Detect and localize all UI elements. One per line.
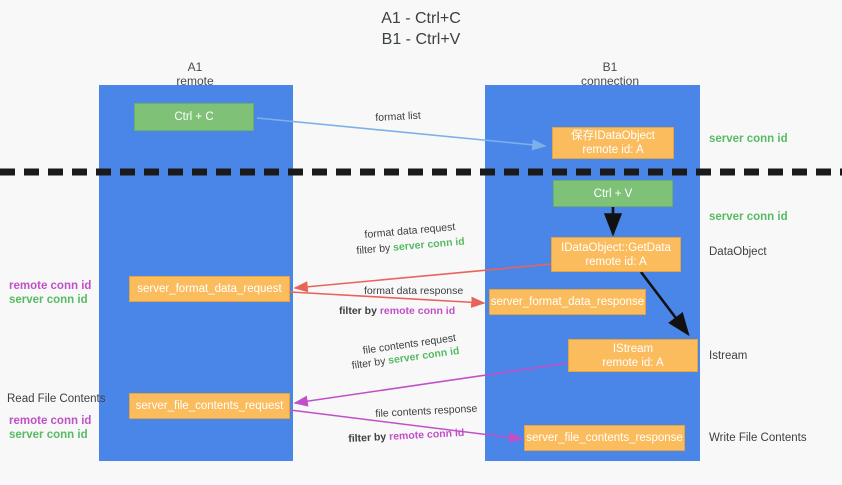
column-a1-name: A1 [187, 60, 203, 74]
arrow-label-format-data-response-filter: filter by remote conn id [339, 305, 455, 318]
node-ctrl-c[interactable]: Ctrl + C [134, 103, 254, 131]
column-header-a1: A1 remote [120, 60, 270, 88]
label-istream: Istream [709, 350, 748, 362]
column-a1-sub: remote [176, 74, 214, 88]
node-idataobject-getdata-line2: remote id: A [585, 255, 647, 268]
title-line-2: B1 - Ctrl+V [381, 31, 461, 48]
node-save-idataobject-line2: remote id: A [582, 144, 644, 156]
node-istream[interactable]: IStream remote id: A [568, 339, 698, 372]
filter-prefix-fdresp: filter by [339, 305, 380, 317]
node-ctrl-v-label: Ctrl + V [593, 187, 633, 200]
node-server-format-data-request-label: server_format_data_request [137, 283, 282, 295]
arrow-label-format-list: format list [375, 109, 422, 124]
label-server-conn-id-mid: server conn id [709, 211, 788, 223]
node-save-idataobject-line1: 保存IDataObject [571, 130, 655, 142]
node-istream-line1: IStream [612, 342, 654, 355]
node-server-file-contents-response[interactable]: server_file_contents_response [524, 425, 685, 451]
node-save-idataobject[interactable]: 保存IDataObject remote id: A [552, 127, 674, 159]
column-b1-name: B1 [602, 60, 618, 74]
arrow-format-data-request [293, 263, 553, 293]
filter-prefix-fcresp: filter by [348, 430, 390, 445]
filter-key-fdresp: remote conn id [379, 305, 456, 317]
page-title: A1 - Ctrl+C B1 - Ctrl+V [0, 8, 842, 50]
column-b1-sub: connection [580, 74, 640, 88]
label-server-conn-id-2: server conn id [9, 429, 88, 441]
node-idataobject-getdata-line1: IDataObject::GetData [561, 241, 671, 254]
label-write-file-contents: Write File Contents [709, 432, 807, 444]
node-server-file-contents-response-label: server_file_contents_response [526, 432, 683, 444]
node-ctrl-v[interactable]: Ctrl + V [553, 180, 673, 207]
node-istream-line2: remote id: A [602, 356, 664, 369]
node-server-format-data-response-label: server_format_data_response [490, 296, 645, 308]
arrow-format-list [256, 117, 547, 151]
label-server-conn-id-top: server conn id [709, 133, 788, 145]
arrow-label-format-data-response: format data response [364, 285, 464, 297]
node-server-file-contents-request-label: server_file_contents_request [135, 400, 284, 412]
node-server-file-contents-request[interactable]: server_file_contents_request [129, 393, 290, 419]
label-remote-conn-id-2: remote conn id [9, 415, 92, 427]
arrow-getdata-to-istream [639, 271, 690, 337]
title-line-1: A1 - Ctrl+C [381, 10, 461, 27]
node-server-format-data-request[interactable]: server_format_data_request [129, 276, 290, 302]
filter-prefix-fdreq: filter by [356, 241, 394, 257]
label-read-file-contents: Read File Contents [7, 393, 106, 405]
arrow-format-data-response [289, 291, 486, 308]
label-server-conn-id-1: server conn id [9, 294, 88, 306]
filter-key-fcresp: remote conn id [388, 426, 465, 443]
node-ctrl-c-label: Ctrl + C [174, 111, 214, 123]
arrow-file-contents-request [293, 362, 569, 407]
label-dataobject: DataObject [709, 246, 767, 258]
label-remote-conn-id-1: remote conn id [9, 280, 92, 292]
node-server-format-data-response[interactable]: server_format_data_response [489, 289, 646, 315]
node-idataobject-getdata[interactable]: IDataObject::GetData remote id: A [551, 237, 681, 272]
arrow-file-contents-response [289, 409, 524, 443]
column-header-b1: B1 connection [535, 60, 685, 88]
